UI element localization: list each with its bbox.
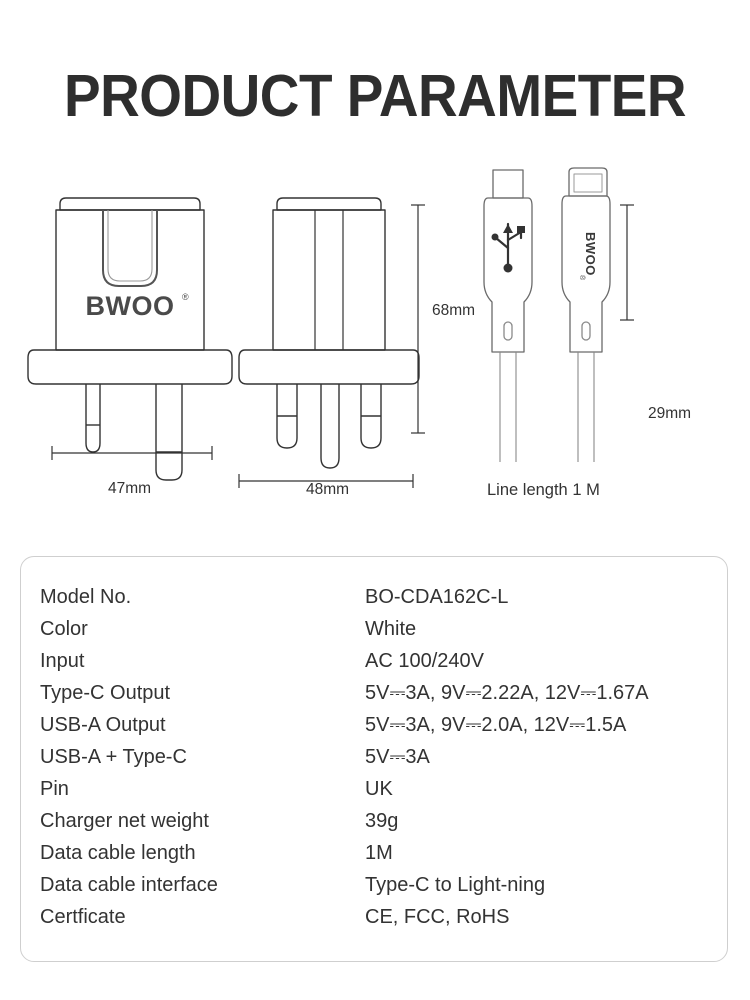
charger-front-view: BWOO ®: [27, 197, 233, 481]
spec-key: Type-C Output: [40, 682, 171, 704]
spec-card: [20, 556, 728, 962]
registered-mark-front: ®: [182, 292, 189, 302]
spec-key: Color: [40, 618, 88, 640]
cable-height-label: 29mm: [648, 405, 692, 422]
brand-logo-lightning: BWOO: [583, 232, 598, 276]
spec-value: 5V⎓3A, 9V⎓2.0A, 12V⎓1.5A: [365, 714, 627, 736]
page-title: PRODUCT PARAMETER: [63, 63, 687, 129]
cable-length-caption: Line length 1 M: [487, 481, 600, 499]
table-row: Model No. BO-CDA162C-L: [40, 586, 700, 618]
spec-value: 5V⎓3A, 9V⎓2.22A, 12V⎓1.67A: [365, 682, 649, 704]
spec-value: CE, FCC, RoHS: [365, 906, 510, 928]
spec-value: UK: [365, 778, 393, 800]
table-row: Input AC 100/240V: [40, 650, 700, 682]
spec-key: Certficate: [40, 906, 126, 928]
spec-key: Input: [40, 650, 85, 672]
spec-value: AC 100/240V: [365, 650, 484, 672]
table-row: Data cable interface Type-C to Light-nin…: [40, 874, 700, 906]
spec-value: 39g: [365, 810, 399, 832]
table-row: Pin UK: [40, 778, 700, 810]
charger-side-width-label: 48mm: [306, 481, 350, 498]
table-row: Data cable length 1M: [40, 842, 700, 874]
spec-value: White: [365, 618, 417, 640]
spec-key: Data cable interface: [40, 874, 218, 896]
charger-pin-view: [238, 197, 425, 488]
table-row: Certficate CE, FCC, RoHS: [40, 906, 700, 938]
brand-logo-front: BWOO: [86, 291, 175, 321]
spec-table: Model No. BO-CDA162C-L Color White Input…: [40, 586, 700, 938]
spec-key: Pin: [40, 778, 69, 800]
spec-key: Data cable length: [40, 842, 196, 864]
table-row: USB-A + Type-C 5V⎓3A: [40, 746, 700, 778]
usb-trident-icon: [491, 222, 525, 273]
charger-front-width-label: 47mm: [108, 480, 152, 497]
product-diagrams: BWOO ® 47mm: [0, 150, 750, 520]
registered-mark-lightning: ®: [578, 275, 586, 281]
cable-connectors: BWOO ®: [483, 167, 634, 462]
spec-key: USB-A + Type-C: [40, 746, 187, 768]
spec-value: BO-CDA162C-L: [365, 586, 509, 608]
spec-value: Type-C to Light-ning: [365, 874, 546, 896]
table-row: USB-A Output 5V⎓3A, 9V⎓2.0A, 12V⎓1.5A: [40, 714, 700, 746]
spec-key: Model No.: [40, 586, 132, 608]
spec-key: USB-A Output: [40, 714, 166, 736]
table-row: Type-C Output 5V⎓3A, 9V⎓2.22A, 12V⎓1.67A: [40, 682, 700, 714]
table-row: Charger net weight 39g: [40, 810, 700, 842]
table-row: Color White: [40, 618, 700, 650]
spec-key: Charger net weight: [40, 810, 209, 832]
charger-height-label: 68mm: [432, 302, 476, 319]
spec-value: 5V⎓3A: [365, 746, 430, 768]
spec-value: 1M: [365, 842, 393, 864]
